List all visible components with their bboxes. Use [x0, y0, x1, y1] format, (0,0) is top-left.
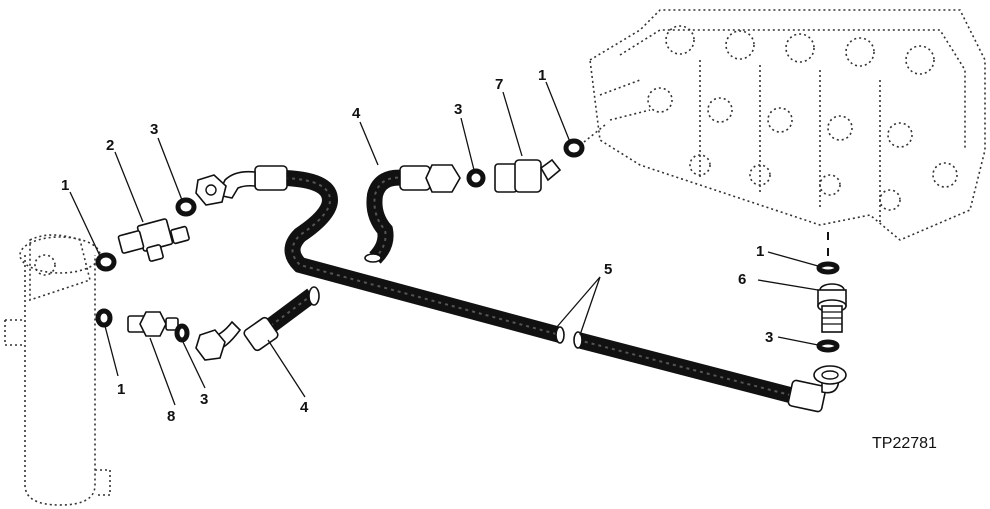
adapter-6 [817, 283, 847, 333]
o-ring [563, 138, 585, 158]
callout-label: 1 [61, 177, 69, 194]
callout-label: 1 [538, 67, 546, 84]
o-ring [95, 252, 117, 272]
callout-label: 3 [150, 121, 158, 138]
control-valve [589, 9, 986, 241]
o-ring [466, 168, 486, 188]
hose-4-upper [364, 164, 461, 264]
o-ring [95, 308, 113, 328]
callout-label: 1 [117, 381, 125, 398]
o-ring [816, 261, 840, 275]
callout-label: 7 [495, 76, 503, 93]
callout-label: 6 [738, 271, 746, 288]
alignment-lines [583, 124, 829, 256]
elbow-fitting-upper [195, 165, 288, 206]
elbow-adapter-7 [494, 158, 562, 193]
o-ring [816, 339, 840, 353]
o-ring [174, 323, 190, 343]
leader-lines [69, 81, 819, 406]
o-rings [95, 138, 840, 353]
hydraulic-cylinder [4, 234, 111, 506]
tee-fitting-2 [117, 218, 190, 262]
callout-label: 3 [200, 391, 208, 408]
callout-label: 5 [604, 261, 612, 278]
connector-8 [127, 311, 179, 337]
callout-label: 8 [167, 408, 175, 425]
callout-label: 4 [352, 105, 361, 122]
callout-labels: 1 2 3 4 3 7 1 1 8 3 4 5 1 6 3 [61, 67, 773, 425]
callout-label: 2 [106, 137, 114, 154]
callout-label: 3 [765, 329, 773, 346]
callout-label: 3 [454, 101, 462, 118]
callout-label: 4 [300, 399, 309, 416]
hose-5 [284, 170, 793, 403]
figure-id: TP22781 [872, 435, 937, 452]
callout-label: 1 [756, 243, 764, 260]
elbow-fitting-lower-right [787, 365, 847, 413]
hose-4-lower [195, 286, 320, 361]
o-ring [175, 197, 197, 217]
